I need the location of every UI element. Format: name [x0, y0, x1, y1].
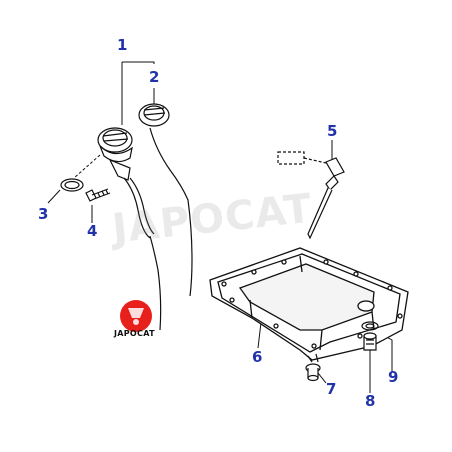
callout-4[interactable]: 4	[87, 222, 98, 240]
cap-dashed-lead	[73, 154, 101, 179]
callout-8[interactable]: 8	[365, 392, 376, 410]
leader-3	[47, 189, 61, 204]
callout-1[interactable]: 1	[117, 36, 128, 54]
callout-7[interactable]: 7	[326, 380, 337, 398]
cap-part-2	[138, 103, 193, 297]
o-ring	[60, 178, 84, 192]
washer-part-9	[361, 321, 379, 331]
dipstick-part-5	[277, 151, 345, 240]
leader-1	[121, 61, 155, 125]
dipstick-cap-assembly	[97, 127, 162, 331]
oil-pan	[209, 247, 409, 361]
callout-3[interactable]: 3	[38, 205, 49, 223]
bolt-part-7	[305, 353, 321, 382]
callout-6[interactable]: 6	[252, 348, 263, 366]
logo-text: JAPOCAT	[114, 329, 155, 338]
callout-9[interactable]: 9	[388, 368, 399, 386]
bolt-part-4	[85, 188, 111, 202]
drain-bolt-part-8	[363, 332, 377, 351]
callout-5[interactable]: 5	[327, 122, 338, 140]
japocat-logo	[120, 300, 152, 332]
callout-2[interactable]: 2	[149, 68, 160, 86]
